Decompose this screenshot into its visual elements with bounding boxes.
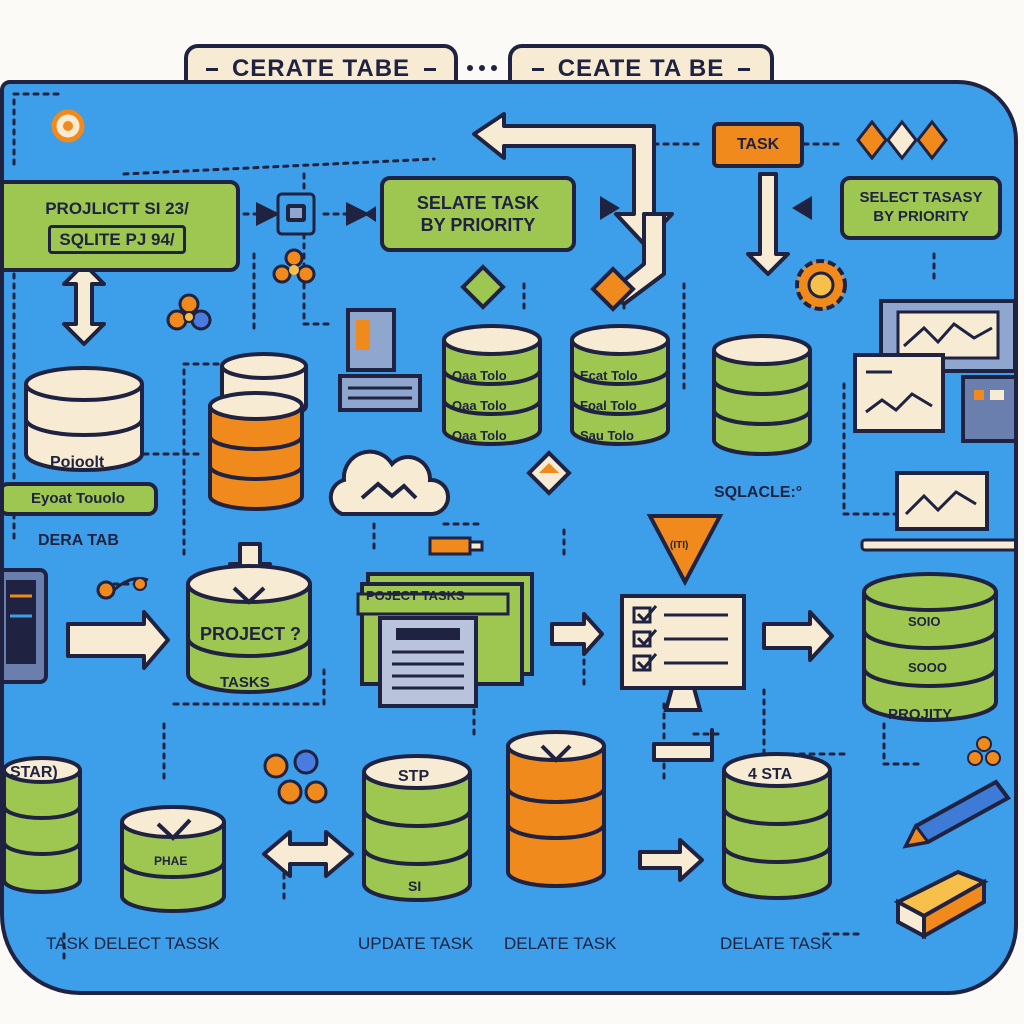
orange-database-icon — [208, 352, 308, 511]
right-db-row-2: SOOO — [908, 660, 948, 675]
task-db2-row-1: Ecat Tolo — [580, 368, 638, 383]
flower-icon-5 — [51, 109, 85, 143]
database-3-icon — [712, 334, 812, 456]
project-table-banner-text: Eyoat Touolo — [31, 489, 125, 507]
bottom-database-4-icon — [506, 730, 606, 888]
bottom-database-2-icon — [120, 805, 226, 913]
select-tasks-priority-card: SELECT TASASY BY PRIORITY — [840, 176, 1002, 240]
task-db-row-2: Oaa Tolo — [452, 398, 507, 413]
caption-delate-task-2: DELATE TASK — [720, 934, 833, 953]
task-tag: TASK — [712, 122, 804, 168]
trend-card-icon — [895, 471, 989, 531]
select-tasks-line2: BY PRIORITY — [873, 208, 969, 225]
document-stack-icon — [356, 572, 534, 708]
bottom-database-3-icon — [362, 754, 472, 902]
flower-icon-6 — [967, 736, 1001, 766]
task-database-2-icon — [570, 324, 670, 446]
flow-connectors — [12, 92, 966, 966]
flower-icon-2 — [272, 248, 316, 284]
bottom-database-1-icon — [4, 756, 82, 894]
sqlacle-label: SQLACLE:° — [714, 484, 803, 501]
pencil-icon — [902, 779, 1011, 849]
caption-update-task: UPDATE TASK — [358, 934, 474, 953]
gear-icon — [795, 259, 847, 311]
select-task-line1: SELATE TASK — [416, 192, 540, 213]
bottom-db-2-top: PHAE — [154, 854, 188, 868]
task-database-icon — [442, 324, 542, 446]
project-db-label: Pojoolt — [50, 454, 105, 471]
checklist-monitor-icon — [620, 594, 746, 712]
data-tab-label: DERA TAB — [38, 532, 119, 549]
diamond-icon-3 — [590, 266, 636, 312]
divider-bar — [860, 538, 1014, 552]
eraser-icon — [893, 869, 989, 940]
caption-task-delect: TASK DELECT TASSK — [46, 934, 220, 953]
bottom-database-5-icon — [722, 752, 832, 900]
bottom-db-3-top: STP — [398, 768, 430, 785]
project-tasks-title: PROJECT ? — [200, 624, 302, 644]
diamond-icon — [460, 264, 506, 310]
project-tasks-subtitle: TASKS — [220, 674, 270, 691]
task-db2-row-2: Foal Tolo — [580, 398, 637, 413]
project-tasks-folder-label: POJECT TASKS — [366, 588, 465, 603]
flower-icon — [166, 293, 212, 331]
connector-plug-icon — [428, 536, 484, 556]
diamond-row-icon — [856, 119, 948, 161]
right-database-icon — [862, 572, 998, 722]
cloud-icon — [328, 449, 450, 516]
project-sqlite-card: PROJLICTT SI 23/ SQLITE PJ 94/ — [4, 180, 240, 272]
select-tasks-line1: SELECT TASASY — [859, 189, 983, 207]
project-tasks-database-icon — [186, 564, 312, 694]
header-connector-dots — [467, 65, 497, 71]
dashboard-monitor-icon — [961, 375, 1014, 443]
caption-delate-task-1: DELATE TASK — [504, 934, 617, 953]
server-monitor-icon — [338, 308, 422, 412]
project-database-icon — [24, 366, 144, 472]
project-table-banner: Eyoat Touolo — [4, 482, 158, 516]
task-db-row-3: Oaa Tolo — [452, 428, 507, 443]
gem-icon — [646, 514, 724, 587]
bottom-db-3-bottom: SI — [408, 878, 422, 894]
right-db-row-3: PROJITY — [888, 706, 953, 723]
gem-label: (ITI) — [670, 540, 689, 551]
select-task-priority-card: SELATE TASK BY PRIORITY — [380, 176, 576, 252]
header-left-title: CERATE TABE — [231, 55, 411, 82]
task-db2-row-3: Sau Tolo — [580, 428, 634, 443]
flower-icon-4 — [96, 576, 149, 600]
report-document-icon — [853, 353, 945, 433]
diagram-board: PROJLICTT SI 23/ SQLITE PJ 94/ SELATE TA… — [0, 80, 1018, 995]
diamond-icon-2 — [526, 450, 572, 496]
project-card-line2: SQLITE PJ 94/ — [48, 225, 186, 255]
flower-icon-3 — [263, 749, 328, 805]
left-monitor-icon — [4, 568, 48, 684]
bottom-db-1-top: STAR) — [10, 764, 58, 781]
task-db-row-1: Oaa Tolo — [452, 368, 507, 383]
bottom-db-5-top: 4 STA — [748, 766, 793, 783]
right-db-row-1: SOIO — [908, 614, 941, 629]
select-task-line2: BY PRIORITY — [420, 215, 536, 235]
window-icon — [276, 192, 316, 236]
header-right-title: CEATE TA BE — [557, 55, 725, 82]
project-card-line1: PROJLICTT SI 23/ — [45, 198, 189, 218]
